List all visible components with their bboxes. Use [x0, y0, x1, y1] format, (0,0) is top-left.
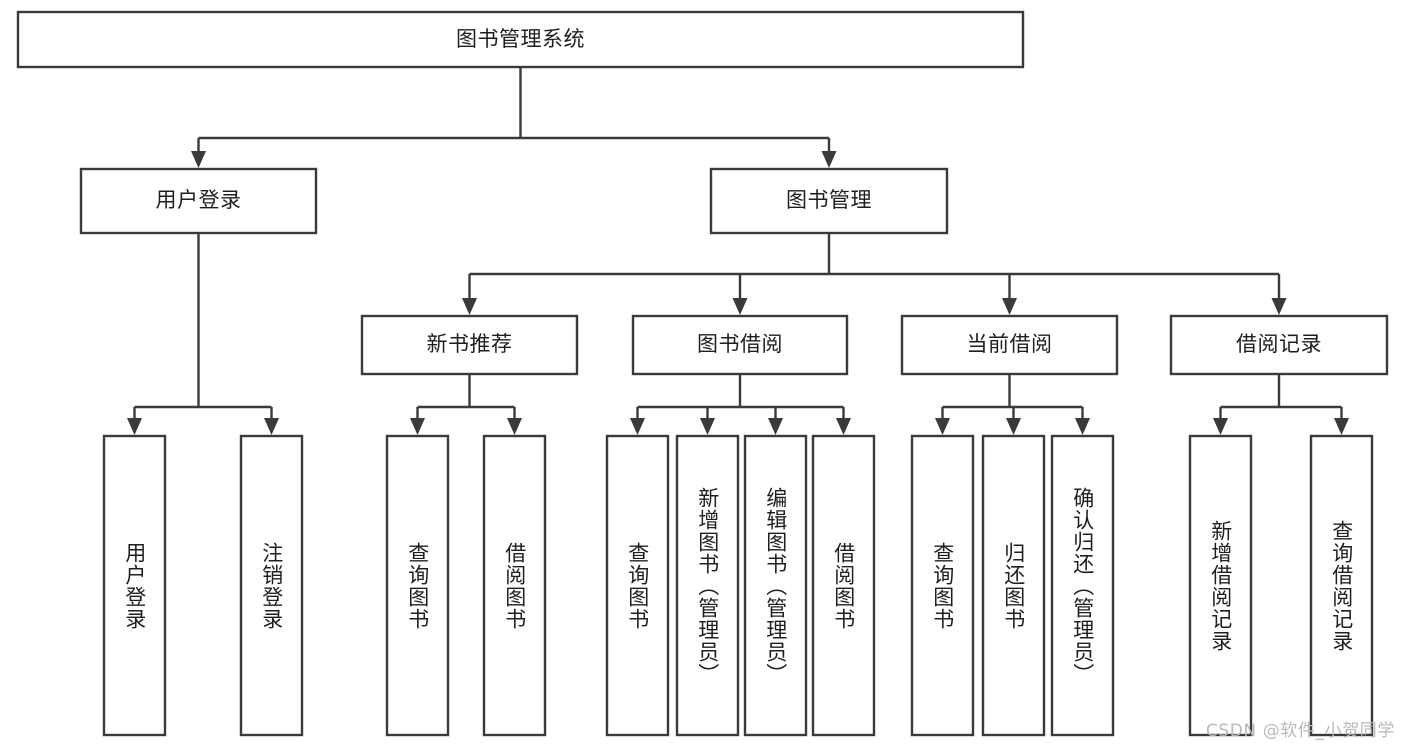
leaf-leaf-query-record[interactable] [1309, 434, 1374, 737]
node-new-book-recommend[interactable] [360, 314, 579, 376]
node-book-borrow[interactable] [631, 314, 849, 376]
leaf-leaf-return-book[interactable] [981, 434, 1046, 737]
leaf-leaf-query-book-3[interactable] [910, 434, 975, 737]
arrow-head-icon [821, 151, 837, 168]
arrow-head-icon [1002, 298, 1017, 315]
node-root-system[interactable] [16, 10, 1025, 69]
arrow-head-icon [127, 418, 142, 435]
arrow-head-icon [264, 418, 279, 435]
arrow-head-icon [1334, 418, 1349, 435]
leaf-leaf-add-book[interactable] [675, 434, 740, 737]
leaf-leaf-edit-book[interactable] [743, 434, 808, 737]
node-current-borrow[interactable] [900, 314, 1119, 376]
arrow-head-icon [1006, 418, 1021, 435]
leaf-leaf-borrow-book-2[interactable] [811, 434, 876, 737]
boxes-layer [16, 10, 1389, 737]
leaf-leaf-add-record[interactable] [1188, 434, 1253, 737]
arrow-head-icon [507, 418, 522, 435]
node-user-login[interactable] [79, 167, 318, 235]
arrow-head-icon [1213, 418, 1228, 435]
leaf-leaf-user-login[interactable] [102, 434, 167, 737]
leaf-leaf-query-book-2[interactable] [605, 434, 670, 737]
arrow-head-icon [732, 298, 748, 315]
arrow-head-icon [630, 418, 645, 435]
arrow-head-icon [462, 298, 477, 315]
leaf-leaf-query-book-1[interactable] [385, 434, 450, 737]
arrow-head-icon [836, 418, 851, 435]
node-book-manage[interactable] [709, 167, 949, 235]
connectors-layer [127, 67, 1349, 435]
arrow-head-icon [700, 418, 715, 435]
leaf-leaf-logout[interactable] [239, 434, 304, 737]
node-borrow-record[interactable] [1169, 314, 1389, 376]
arrow-head-icon [768, 418, 783, 435]
leaf-leaf-confirm-return[interactable] [1050, 434, 1115, 737]
arrow-head-icon [1271, 298, 1287, 315]
leaf-leaf-borrow-book-1[interactable] [482, 434, 547, 737]
arrow-head-icon [191, 151, 206, 168]
arrow-head-icon [410, 418, 425, 435]
arrow-head-icon [935, 418, 950, 435]
arrow-head-icon [1075, 418, 1090, 435]
